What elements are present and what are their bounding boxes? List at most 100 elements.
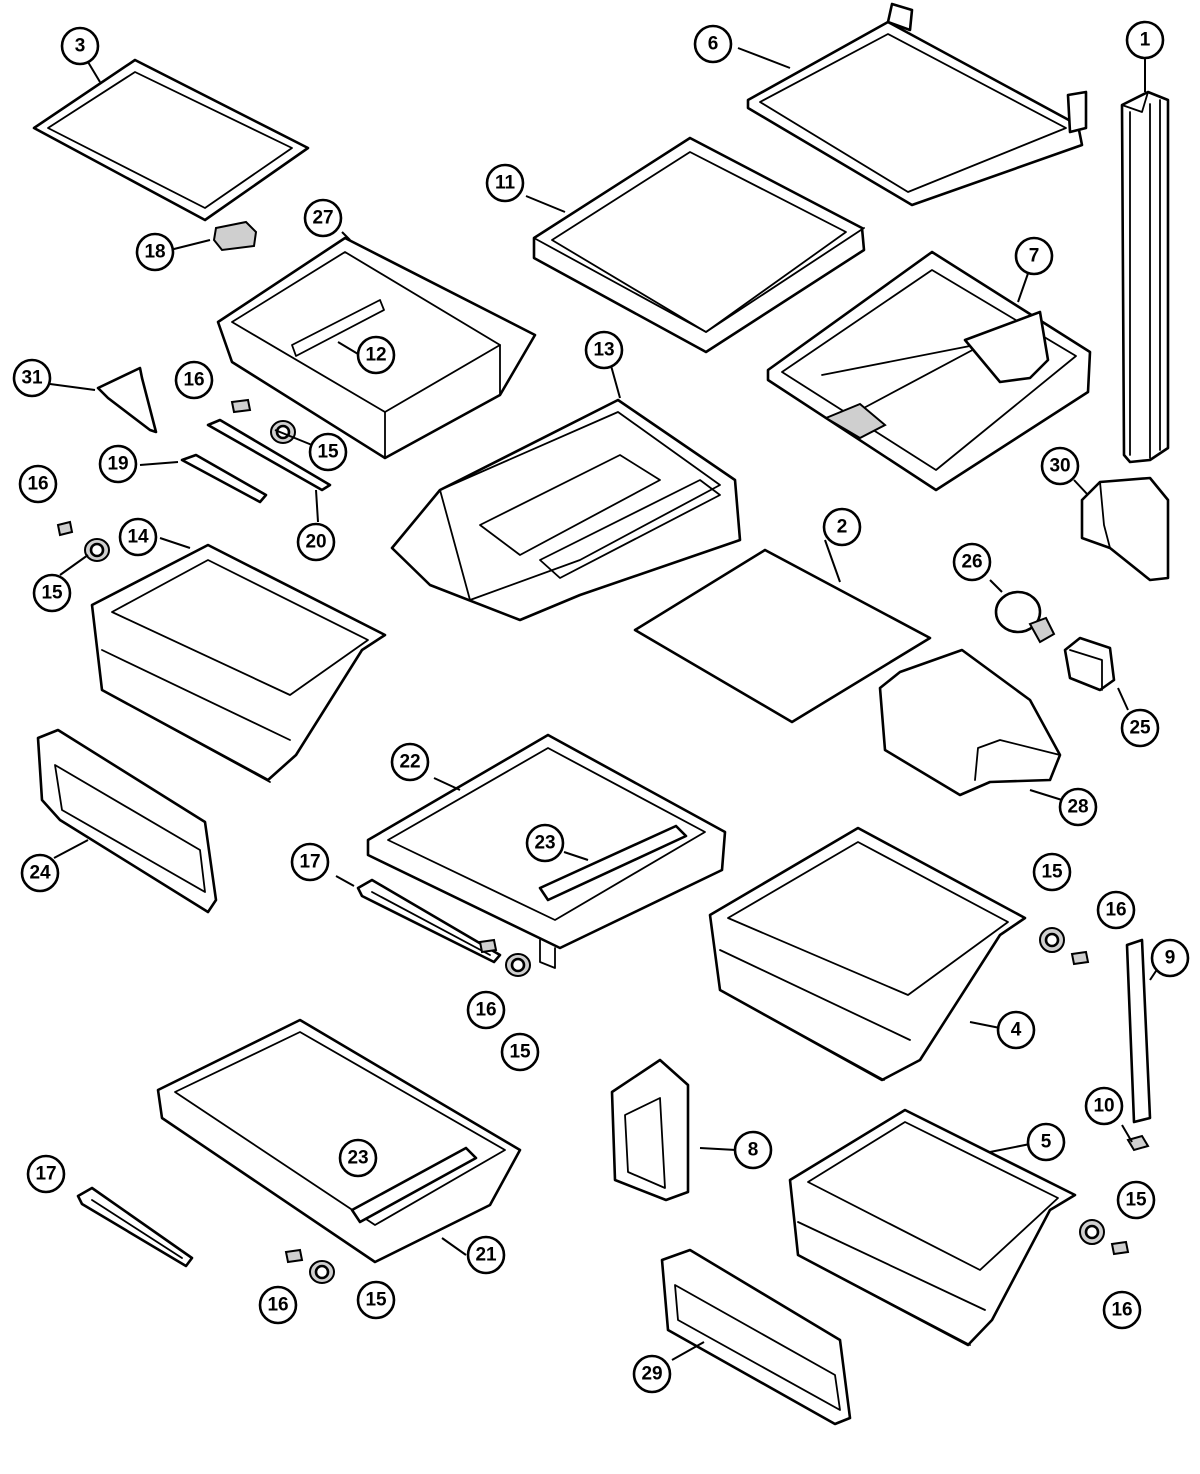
svg-text:11: 11: [495, 173, 516, 194]
svg-text:6: 6: [708, 34, 719, 55]
svg-text:15: 15: [41, 583, 63, 604]
svg-text:16: 16: [27, 474, 48, 495]
svg-text:31: 31: [21, 368, 43, 389]
svg-text:25: 25: [1129, 718, 1151, 739]
callout-16: 16: [18, 464, 58, 504]
part-8-module: [610, 1058, 690, 1202]
svg-text:17: 17: [35, 1164, 56, 1185]
svg-text:15: 15: [1041, 862, 1063, 883]
callout-11: 11: [485, 163, 525, 203]
callout-12: 12: [356, 335, 396, 375]
callout-3: 3: [60, 26, 100, 66]
callout-9: 9: [1150, 938, 1190, 978]
part-16-screw: [1110, 1240, 1130, 1256]
callout-16: 16: [466, 990, 506, 1030]
part-16-screw: [284, 1248, 304, 1264]
part-17-slide-rail: [76, 1186, 194, 1268]
svg-text:18: 18: [144, 242, 165, 263]
svg-text:1: 1: [1140, 30, 1151, 51]
part-9-trim-strip: [1125, 938, 1152, 1124]
part-15-roller: [270, 420, 296, 444]
part-15-roller: [505, 953, 531, 977]
callout-23: 23: [338, 1138, 378, 1178]
callout-16: 16: [174, 360, 214, 400]
callout-8: 8: [733, 1130, 773, 1170]
callout-21: 21: [466, 1235, 506, 1275]
svg-text:15: 15: [365, 1290, 387, 1311]
part-23-rod: [538, 824, 688, 902]
callout-28: 28: [1058, 787, 1098, 827]
part-20-slide: [206, 418, 332, 492]
callout-19: 19: [98, 444, 138, 484]
callout-10: 10: [1084, 1086, 1124, 1126]
part-15-roller: [84, 538, 110, 562]
part-7-shelf-frame: [766, 250, 1092, 492]
part-16-screw: [478, 938, 498, 954]
svg-text:4: 4: [1011, 1020, 1022, 1041]
svg-text:5: 5: [1041, 1132, 1052, 1153]
callout-26: 26: [952, 542, 992, 582]
svg-text:12: 12: [365, 345, 386, 366]
part-16-screw: [1070, 950, 1090, 966]
part-2-glass-panel: [633, 548, 932, 724]
callout-15: 15: [356, 1280, 396, 1320]
callout-17: 17: [290, 842, 330, 882]
callout-30: 30: [1040, 446, 1080, 486]
part-4-crisper-bin: [708, 826, 1027, 1082]
part-15-roller: [309, 1260, 335, 1284]
svg-text:26: 26: [961, 552, 982, 573]
callout-17: 17: [26, 1154, 66, 1194]
part-30-cover: [1080, 476, 1170, 582]
part-19-slide: [180, 453, 268, 504]
svg-text:27: 27: [312, 208, 333, 229]
part-3-glass-shelf: [32, 58, 310, 222]
part-18-clip: [212, 220, 258, 252]
callout-7: 7: [1014, 236, 1054, 276]
callout-14: 14: [118, 517, 158, 557]
svg-text:23: 23: [534, 833, 555, 854]
callout-2: 2: [822, 507, 862, 547]
callout-15: 15: [308, 432, 348, 472]
callout-16: 16: [1102, 1290, 1142, 1330]
svg-text:3: 3: [75, 36, 86, 57]
svg-text:17: 17: [299, 852, 320, 873]
part-10-clip: [1126, 1134, 1150, 1152]
part-31-strip: [96, 366, 158, 434]
callout-18: 18: [135, 232, 175, 272]
svg-text:19: 19: [107, 454, 128, 475]
part-23-rod: [350, 1146, 478, 1224]
callout-16: 16: [1096, 890, 1136, 930]
part-13-tray: [390, 398, 742, 622]
svg-text:15: 15: [1125, 1190, 1147, 1211]
callout-15: 15: [32, 573, 72, 613]
callout-31: 31: [12, 358, 52, 398]
svg-text:14: 14: [127, 527, 149, 548]
callout-29: 29: [632, 1354, 672, 1394]
part-29-crisper-face: [660, 1248, 852, 1426]
callout-24: 24: [20, 853, 60, 893]
part-26-bulb: [994, 590, 1056, 644]
part-24-crisper-face: [36, 728, 218, 914]
svg-text:2: 2: [837, 517, 848, 538]
svg-text:9: 9: [1165, 948, 1176, 969]
callout-22: 22: [390, 742, 430, 782]
svg-text:23: 23: [347, 1148, 368, 1169]
part-1-shelf-rail: [1120, 90, 1170, 464]
part-17-slide-rail: [356, 878, 502, 964]
callout-15: 15: [1032, 852, 1072, 892]
svg-text:16: 16: [183, 370, 204, 391]
part-14-crisper-bin: [90, 543, 387, 783]
svg-text:16: 16: [267, 1295, 288, 1316]
callout-27: 27: [303, 198, 343, 238]
svg-text:30: 30: [1049, 456, 1070, 477]
svg-text:10: 10: [1093, 1096, 1114, 1117]
svg-text:13: 13: [593, 340, 614, 361]
callout-6: 6: [693, 24, 733, 64]
callout-4: 4: [996, 1010, 1036, 1050]
callout-20: 20: [296, 522, 336, 562]
svg-text:7: 7: [1029, 246, 1040, 267]
part-15-roller: [1039, 927, 1065, 953]
part-16-screw: [230, 398, 252, 414]
callout-23: 23: [525, 823, 565, 863]
